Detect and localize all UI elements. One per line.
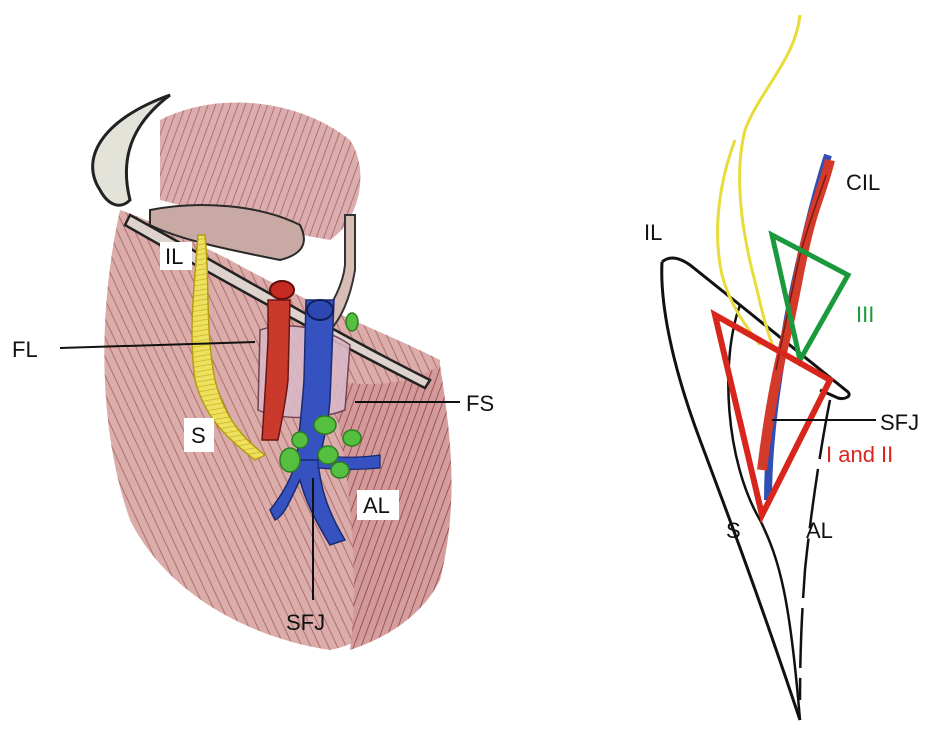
fl-label: FL — [12, 337, 38, 362]
right-schematic: CIL IL III SFJ I and II S AL — [644, 15, 919, 720]
fs-label: FS — [466, 391, 494, 416]
il-label: IL — [165, 244, 183, 269]
lymph-node — [292, 432, 308, 448]
al-right-label: AL — [806, 518, 833, 543]
vein-cut-end — [307, 300, 333, 320]
lymph-node — [280, 448, 300, 472]
iii-label: III — [856, 302, 874, 327]
artery-cut-end — [270, 281, 294, 299]
cil-label: CIL — [846, 170, 880, 195]
sartorius-outline — [662, 262, 800, 720]
lymph-node — [331, 462, 349, 478]
iliac-artery-line — [762, 160, 830, 470]
lymph-node — [346, 313, 358, 331]
lymph-node — [343, 430, 361, 446]
left-illustration: IL FL S FS AL SFJ — [12, 95, 494, 650]
lymph-node — [318, 446, 338, 464]
i-and-ii-label: I and II — [826, 442, 893, 467]
al-label: AL — [363, 493, 390, 518]
iliac-crest-bone — [93, 95, 170, 205]
lymph-node — [314, 416, 336, 434]
il-right-label: IL — [644, 220, 662, 245]
sfj-label: SFJ — [286, 610, 325, 635]
sfj-right-label: SFJ — [880, 410, 919, 435]
s-label: S — [191, 423, 206, 448]
s-right-label: S — [726, 518, 741, 543]
